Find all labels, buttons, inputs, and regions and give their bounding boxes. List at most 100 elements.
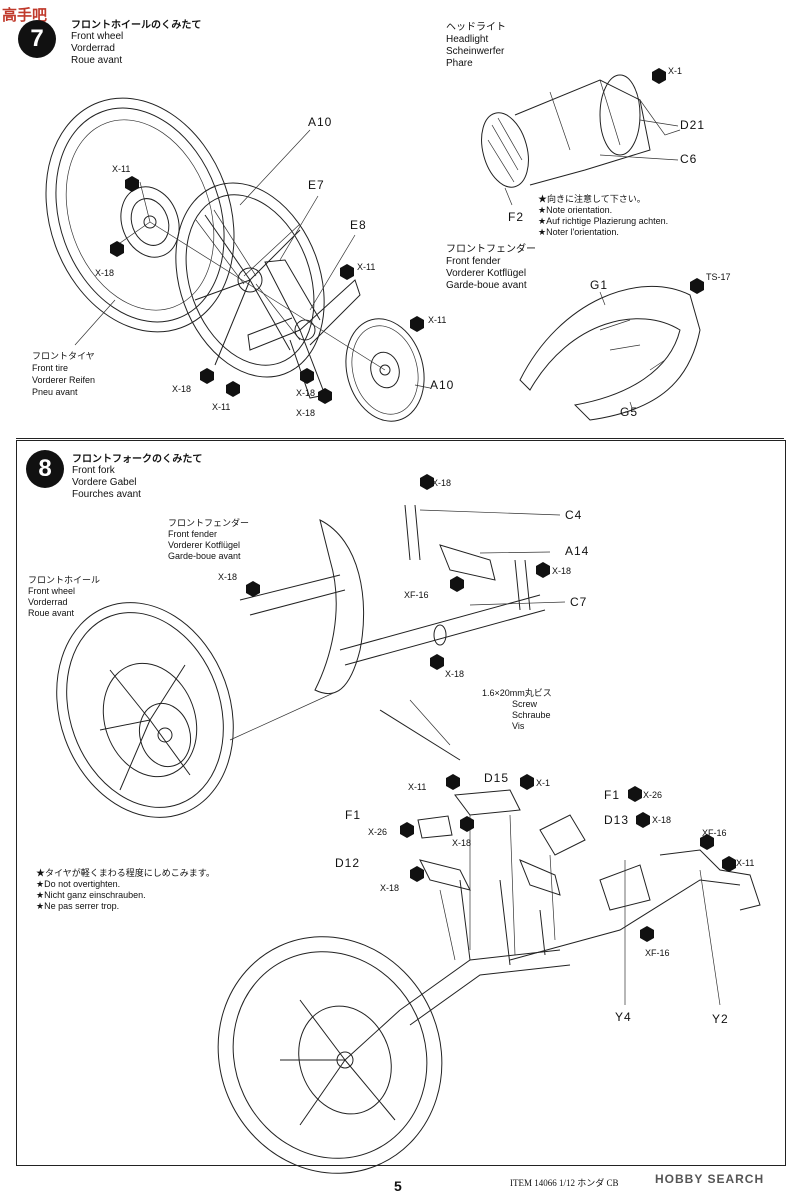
s8-x11-r: X-11: [736, 858, 755, 868]
s8-x18-left: X-18: [218, 572, 238, 582]
step8-wheel-label: フロントホイール Front wheel Vorderrad Roue avan…: [28, 575, 100, 619]
fender-g5: G5: [620, 405, 639, 419]
step8-fender-fr: Garde-boue avant: [168, 551, 241, 561]
step7-title-jp: フロントホイールのくみたて: [71, 20, 202, 31]
step8-number-badge: 8: [26, 450, 64, 488]
headlight-en: Headlight: [446, 34, 489, 45]
step8-fender-jp: フロントフェンダー: [168, 518, 250, 528]
step7-title-de: Vorderrad: [71, 43, 115, 54]
screw-x18-c: X-18: [296, 388, 316, 398]
headlight-note-jp: ★向きに注意して下さい。: [538, 194, 646, 204]
part-e7: E7: [308, 178, 325, 192]
step8-wheel-jp: フロントホイール: [28, 575, 101, 585]
step7-title: フロントホイールのくみたて Front wheel Vorderrad Roue…: [71, 16, 201, 67]
s8-x18-d13: X-18: [652, 815, 672, 825]
step7-title-fr: Roue avant: [71, 55, 123, 66]
step7-panel: [16, 4, 784, 439]
headlight-note-en: ★Note orientation.: [538, 205, 613, 215]
step8-fender-en: Front fender: [168, 529, 218, 539]
headlight-d21: D21: [680, 118, 706, 132]
screw-x18-a: X-18: [95, 268, 115, 278]
screw-x11-c: X-11: [428, 315, 447, 325]
s8-f1-right: F1: [604, 788, 621, 802]
headlight-f2: F2: [508, 210, 525, 224]
footer-site-logo: HOBBY SEARCH: [655, 1172, 765, 1186]
front-fender-de: Vorderer Kotflügel: [446, 268, 527, 279]
footer-item: ITEM 14066 1/12 ホンダ CB: [510, 1178, 619, 1188]
page-number: 5: [394, 1178, 402, 1194]
s8-xf16-c: XF-16: [645, 948, 670, 958]
s8-x26-r: X-26: [643, 790, 663, 800]
step8-wheel-en: Front wheel: [28, 586, 76, 596]
headlight-jp: ヘッドライト: [446, 22, 506, 33]
step8-note-en: ★Do not overtighten.: [36, 879, 121, 889]
screw-x18-b: X-18: [172, 384, 192, 394]
step8-note-fr: ★Ne pas serrer trop.: [36, 901, 120, 911]
step8-note: ★タイヤが軽くまわる程度にしめこみます。 ★Do not overtighten…: [36, 868, 215, 912]
front-tire-jp: フロントタイヤ: [32, 351, 95, 361]
screw-spec-en: Screw: [512, 699, 538, 709]
headlight-x1: X-1: [668, 66, 683, 76]
front-tire-fr: Pneu avant: [32, 387, 78, 397]
step8-fender-de: Vorderer Kotflügel: [168, 540, 241, 550]
s8-x1: X-1: [536, 778, 551, 788]
s8-y2: Y2: [712, 1012, 729, 1026]
s8-x26-l: X-26: [368, 827, 388, 837]
step7-number-badge: 7: [18, 20, 56, 58]
screw-spec-de: Schraube: [512, 710, 551, 720]
step8-wheel-fr: Roue avant: [28, 608, 75, 618]
screw-x11-b: X-11: [357, 262, 376, 272]
screw-spec: 1.6×20mm丸ビス Screw Schraube Vis: [482, 688, 552, 732]
screw-x18-d: X-18: [296, 408, 316, 418]
step8-title-fr: Fourches avant: [72, 489, 141, 500]
headlight-note-fr: ★Noter l'orientation.: [538, 227, 619, 237]
s8-xf16: XF-16: [404, 590, 429, 600]
s8-x18-d12: X-18: [380, 883, 400, 893]
step8-fender-label: フロントフェンダー Front fender Vorderer Kotflüge…: [168, 518, 249, 562]
s8-x18-mid-r: X-18: [552, 566, 572, 576]
s8-f1-left: F1: [345, 808, 362, 822]
step8-title-en: Front fork: [72, 465, 115, 476]
step8-title-jp: フロントフォークのくみたて: [72, 454, 203, 465]
front-tire-de: Vorderer Reifen: [32, 375, 96, 385]
front-fender-fr: Garde-boue avant: [446, 280, 527, 291]
s8-x18-top: X-18: [432, 478, 452, 488]
screw-x11-a: X-11: [112, 164, 131, 174]
step8-note-de: ★Nicht ganz einschrauben.: [36, 890, 146, 900]
s8-d12: D12: [335, 856, 361, 870]
headlight-de: Scheinwerfer: [446, 46, 505, 57]
screw-spec-size: 1.6×20mm丸ビス: [482, 688, 552, 698]
front-tire-en: Front tire: [32, 363, 69, 373]
s8-y4: Y4: [615, 1010, 632, 1024]
s8-xf16-b: XF-16: [702, 828, 727, 838]
step8-wheel-de: Vorderrad: [28, 597, 68, 607]
s8-x18-f1: X-18: [452, 838, 472, 848]
s8-c7: C7: [570, 595, 588, 609]
front-fender-label: フロントフェンダー Front fender Vorderer Kotflüge…: [446, 244, 536, 292]
fender-ts17: TS-17: [706, 272, 731, 282]
watermark-logo: 高手吧: [2, 7, 48, 24]
step8-note-jp: ★タイヤが軽くまわる程度にしめこみます。: [36, 868, 215, 878]
headlight-note: ★向きに注意して下さい。 ★Note orientation. ★Auf ric…: [538, 194, 668, 238]
screw-x11-d: X-11: [212, 402, 231, 412]
headlight-fr: Phare: [446, 58, 473, 69]
s8-a14: A14: [565, 544, 590, 558]
headlight-label: ヘッドライト Headlight Scheinwerfer Phare: [446, 22, 506, 70]
s8-d15: D15: [484, 771, 510, 785]
s8-x11: X-11: [408, 782, 427, 792]
headlight-note-de: ★Auf richtige Plazierung achten.: [538, 216, 669, 226]
front-tire-label: フロントタイヤ Front tire Vorderer Reifen Pneu …: [32, 350, 95, 398]
screw-spec-fr: Vis: [512, 721, 525, 731]
fender-g1: G1: [590, 278, 609, 292]
s8-d13: D13: [604, 813, 630, 827]
step8-title: フロントフォークのくみたて Front fork Vordere Gabel F…: [72, 450, 202, 501]
part-a10-top: A10: [308, 115, 333, 129]
headlight-c6: C6: [680, 152, 698, 166]
step8-title-de: Vordere Gabel: [72, 477, 137, 488]
part-a10-bottom: A10: [430, 378, 455, 392]
s8-c4: C4: [565, 508, 583, 522]
